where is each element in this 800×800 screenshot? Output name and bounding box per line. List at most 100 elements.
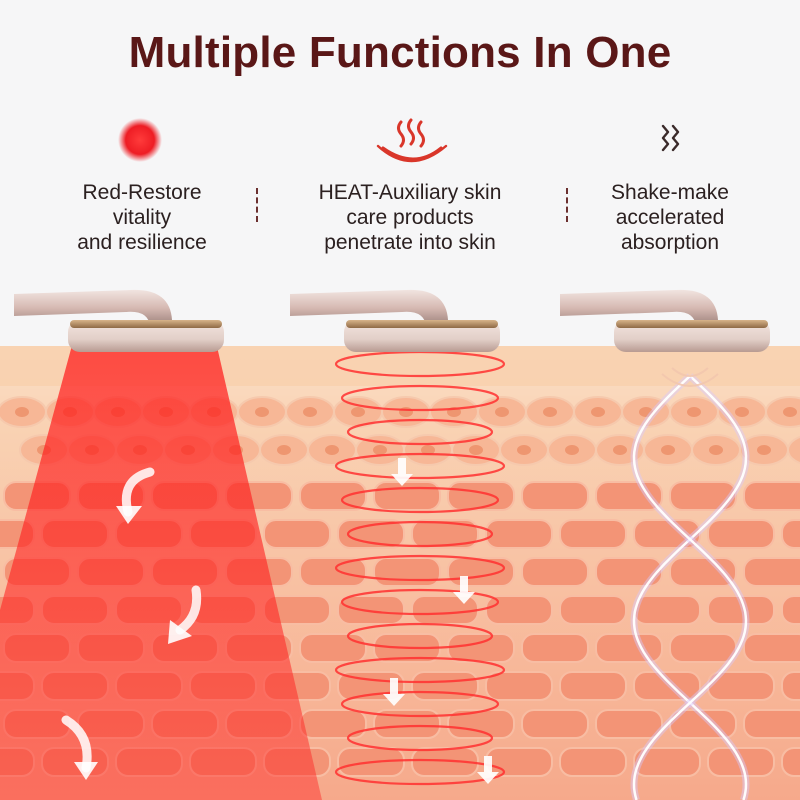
dermis-cell (521, 633, 589, 663)
dermis-cell (707, 595, 775, 625)
skin-cell-nucleus (661, 445, 675, 455)
skin-cell-nucleus (495, 407, 509, 417)
skin-cell-nucleus (255, 407, 269, 417)
feature-red-light-line-3: and resilience (77, 231, 207, 254)
feature-divider-1 (256, 188, 258, 222)
skin-cell-nucleus (421, 445, 435, 455)
heat-ring (334, 554, 506, 582)
feature-heat: HEAT-Auxiliary skin care products penetr… (280, 112, 540, 255)
dermis-cell (521, 709, 589, 739)
dermis-cell (373, 481, 441, 511)
skin-cell-nucleus (399, 407, 413, 417)
helix-strand-1 (632, 375, 748, 800)
dermis-cell (781, 595, 800, 625)
skin-cell-nucleus (687, 407, 701, 417)
dermis-cell (669, 557, 737, 587)
feature-red-light-label: Red-Restore vitality and resilience (12, 180, 272, 255)
dermis-cell (447, 633, 515, 663)
heat-ring (346, 622, 494, 650)
vibration-arc (661, 373, 719, 387)
dermis-cell (485, 747, 553, 777)
heat-arrow-icon (453, 576, 475, 604)
skin-cell-nucleus (543, 407, 557, 417)
skin-cell-nucleus (709, 445, 723, 455)
dermis-cell (263, 519, 331, 549)
dermis-cell (559, 747, 627, 777)
dermis-cell (559, 519, 627, 549)
beam-arrowhead-icon (116, 506, 142, 524)
dermis-cell (447, 481, 515, 511)
skin-cell-nucleus (277, 445, 291, 455)
dermis-cell (411, 595, 479, 625)
heat-ring (334, 452, 506, 480)
dermis-cell (743, 481, 800, 511)
dermis-cell (595, 481, 663, 511)
heat-ring (340, 690, 500, 718)
beam-arrow-icon (175, 585, 202, 635)
beam-arrowhead-icon (168, 620, 192, 644)
skin-cell-nucleus (15, 407, 29, 417)
helix-strand-2 (632, 375, 748, 800)
beam-arrowhead-icon (74, 762, 98, 780)
dermis-cell (559, 671, 627, 701)
dermis-cell (743, 709, 800, 739)
dermis-cell (669, 481, 737, 511)
skin-cell-nucleus (325, 445, 339, 455)
dermis-cell (595, 633, 663, 663)
heat-arrow-icon (477, 756, 499, 784)
dermis-cell (521, 481, 589, 511)
dermis-cell (781, 519, 800, 549)
dermis-cell (633, 671, 701, 701)
feature-red-light-line-2: vitality (112, 206, 172, 229)
feature-red-light: Red-Restore vitality and resilience (12, 112, 272, 255)
dermis-cell (669, 633, 737, 663)
skin-cell-nucleus (735, 407, 749, 417)
red-light-dot-icon (12, 112, 272, 168)
skin-cell-nucleus (757, 445, 771, 455)
heat-waves-icon (280, 112, 540, 168)
feature-heat-line-3: penetrate into skin (324, 231, 496, 254)
heat-ring (340, 486, 500, 514)
heat-ring (334, 758, 506, 786)
heat-ring (334, 656, 506, 684)
dermis-cell (707, 519, 775, 549)
skin-cell-nucleus (373, 445, 387, 455)
dermis-cell (595, 709, 663, 739)
dermis-cell (411, 747, 479, 777)
dermis-cell (743, 557, 800, 587)
heat-ring (346, 418, 494, 446)
skin-illustration (0, 289, 800, 800)
dermis-cell (299, 633, 367, 663)
dermis-cell (485, 595, 553, 625)
dermis-cell (485, 519, 553, 549)
skin-cell-nucleus (469, 445, 483, 455)
dermis-cell (337, 519, 405, 549)
skin-cell-nucleus (591, 407, 605, 417)
device-heat (290, 289, 500, 352)
feature-vibration: Shake-make accelerated absorption (540, 112, 800, 255)
feature-red-light-line-1: Red-Restore (82, 181, 202, 204)
dermis-cell (559, 595, 627, 625)
skin-cell-nucleus (303, 407, 317, 417)
skin-cell-nucleus (517, 445, 531, 455)
feature-divider-2 (566, 188, 568, 222)
feature-vibration-label: Shake-make accelerated absorption (540, 180, 800, 255)
dermis-cell (411, 671, 479, 701)
dermis-cell (337, 595, 405, 625)
dermis-cell (633, 519, 701, 549)
feature-vibration-line-1: Shake-make (611, 181, 729, 204)
skin-cell-nucleus (639, 407, 653, 417)
heat-arrow-icon (391, 458, 413, 486)
dermis-cell (781, 671, 800, 701)
dermis-cell (373, 557, 441, 587)
device-red-light (14, 289, 224, 352)
skin-cell-nucleus (565, 445, 579, 455)
dermis-cell (447, 557, 515, 587)
dermis-cell (781, 747, 800, 777)
vibration-waves-icon (540, 112, 800, 168)
dermis-cell (299, 557, 367, 587)
dermis-cell (521, 557, 589, 587)
heat-ring (340, 384, 500, 412)
heat-ring (346, 724, 494, 752)
dermis-cell (411, 519, 479, 549)
